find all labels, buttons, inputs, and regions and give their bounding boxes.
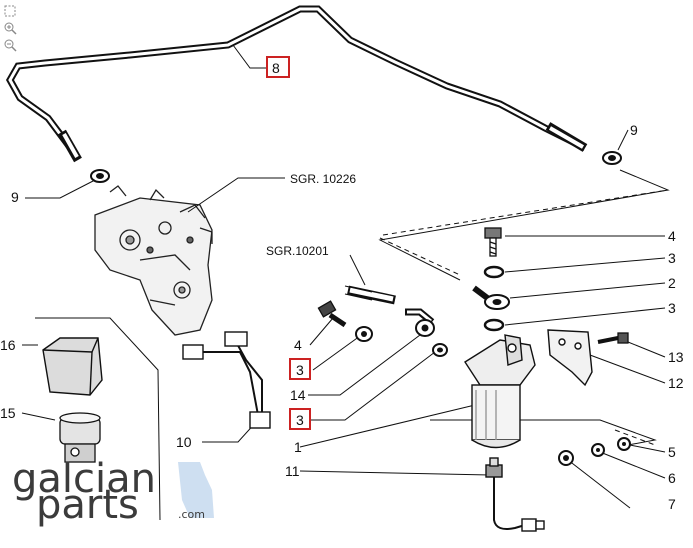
- washer-left-b: [432, 343, 448, 357]
- mounting-bracket: [547, 329, 593, 387]
- banjo-bolt-left: [317, 300, 347, 328]
- zoom-in-icon[interactable]: [2, 21, 18, 35]
- short-pipe: [344, 285, 396, 305]
- reference-labels: SGR. 10226 SGR.10201: [266, 172, 356, 258]
- fuel-filter: [464, 334, 536, 449]
- callout-14[interactable]: 14: [290, 387, 306, 403]
- callout-12[interactable]: 12: [668, 375, 684, 391]
- washer-right-b: [483, 318, 505, 332]
- nut-washers: [558, 437, 631, 466]
- washer-left-a: [355, 326, 373, 342]
- highlight-box-3-upper: [289, 358, 311, 380]
- wiring-harness: [182, 331, 271, 429]
- callout-10[interactable]: 10: [176, 434, 192, 450]
- reference-upper: SGR. 10226: [290, 172, 356, 186]
- hose-clamp-right: [602, 151, 622, 165]
- callout-1[interactable]: 1: [294, 439, 302, 455]
- hose-clamp-left: [90, 169, 110, 183]
- callout-11[interactable]: 11: [285, 463, 300, 479]
- fit-page-icon[interactable]: [2, 4, 18, 18]
- callout-4-right[interactable]: 4: [668, 228, 676, 244]
- banjo-fitting: [405, 308, 435, 337]
- callout-4-left[interactable]: 4: [294, 337, 302, 353]
- callout-9-right[interactable]: 9: [630, 122, 638, 138]
- screw-right: [597, 332, 629, 344]
- callout-13[interactable]: 13: [668, 349, 684, 365]
- zoom-out-icon[interactable]: [2, 38, 18, 52]
- callout-15[interactable]: 15: [0, 405, 16, 421]
- callout-3-right-a[interactable]: 3: [668, 250, 676, 266]
- highlight-box-8: [266, 56, 290, 78]
- watermark-accent: [178, 462, 214, 518]
- watermark-line2: parts: [36, 482, 139, 528]
- callout-8[interactable]: 8: [272, 60, 280, 76]
- highlighted-callouts: 8 3 3: [266, 56, 311, 430]
- watermark-line1: galcian: [12, 456, 156, 502]
- callout-5[interactable]: 5: [668, 444, 676, 460]
- callout-7[interactable]: 7: [668, 496, 676, 512]
- injection-pump: [94, 185, 213, 336]
- water-sensor: [485, 457, 545, 532]
- watermark: galcian parts .com: [12, 456, 214, 528]
- callout-3-right-b[interactable]: 3: [668, 300, 676, 316]
- watermark-suffix: .com: [178, 508, 205, 521]
- banjo-union-right: [472, 285, 510, 310]
- callout-3-left-a[interactable]: 3: [296, 362, 304, 378]
- relay: [42, 337, 103, 396]
- callout-numbers: 9 9 4 3 2 3 13 12 5 6 7 16 15 4 14 1 10 …: [0, 122, 684, 512]
- callout-16[interactable]: 16: [0, 337, 16, 353]
- callout-9-left[interactable]: 9: [11, 189, 19, 205]
- stop-solenoid: [59, 412, 101, 463]
- callout-2[interactable]: 2: [668, 275, 676, 291]
- callout-6[interactable]: 6: [668, 470, 676, 486]
- leader-lines: [21, 44, 670, 521]
- viewer-toolbar: [2, 4, 20, 54]
- highlight-box-3-lower: [289, 408, 311, 430]
- bolt-right: [484, 227, 502, 257]
- fuel-pipe: [5, 5, 588, 163]
- washer-right-a: [483, 265, 505, 279]
- callout-3-left-b[interactable]: 3: [296, 412, 304, 428]
- reference-lower: SGR.10201: [266, 244, 329, 258]
